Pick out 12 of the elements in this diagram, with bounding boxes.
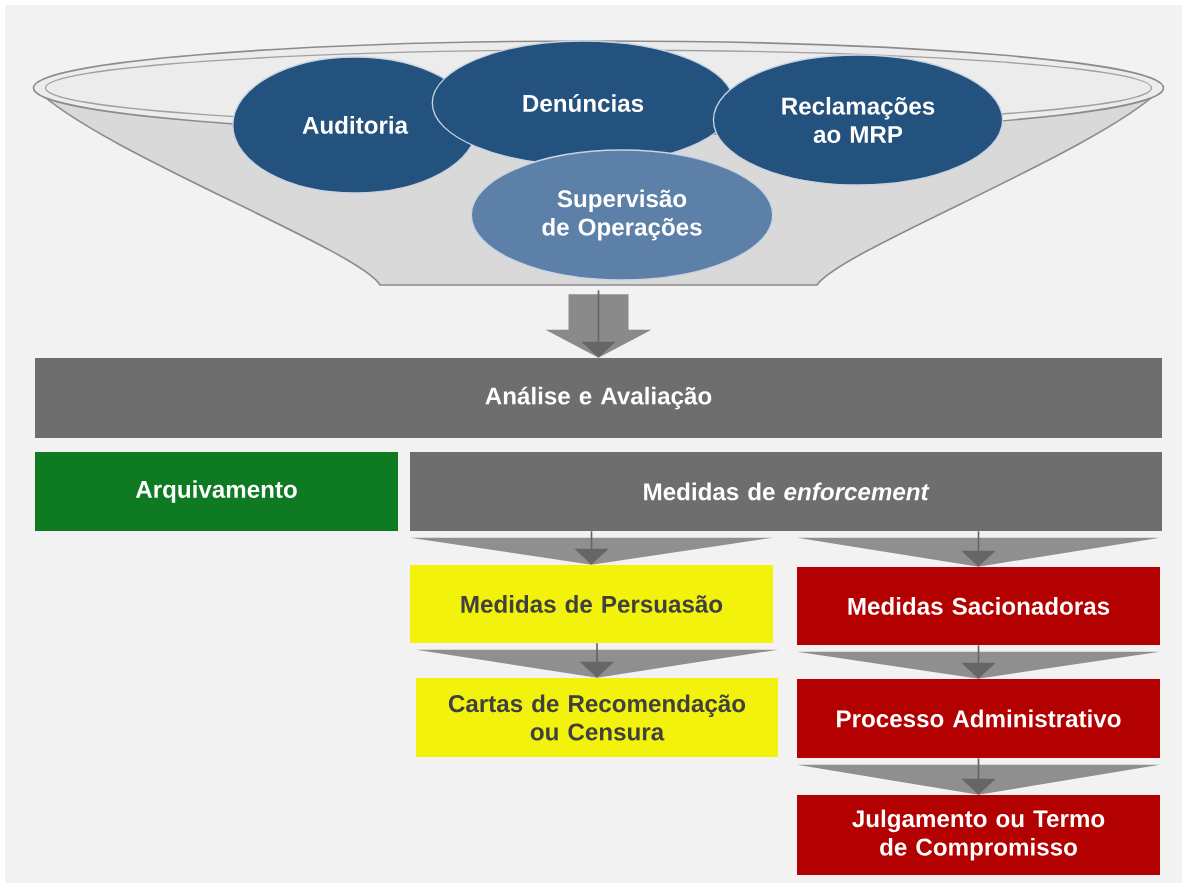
process-box: Medidas de Persuasão: [410, 565, 773, 643]
process-box: Processo Administrativo: [797, 679, 1160, 758]
process-box: Cartas de Recomendação ou Censura: [416, 678, 778, 757]
process-box: Julgamento ou Termo de Compromisso: [797, 795, 1160, 875]
process-box: Arquivamento: [35, 452, 398, 531]
block-arrow: [545, 289, 652, 358]
process-box: Medidas Sacionadoras: [797, 567, 1160, 645]
input-oval: Denúncias: [431, 40, 735, 166]
process-box: Medidas de enforcement: [410, 452, 1162, 531]
process-band: Análise e Avaliação: [35, 358, 1162, 438]
input-oval: Reclamações ao MRP: [712, 54, 1004, 186]
input-oval: Auditoria: [232, 56, 478, 194]
